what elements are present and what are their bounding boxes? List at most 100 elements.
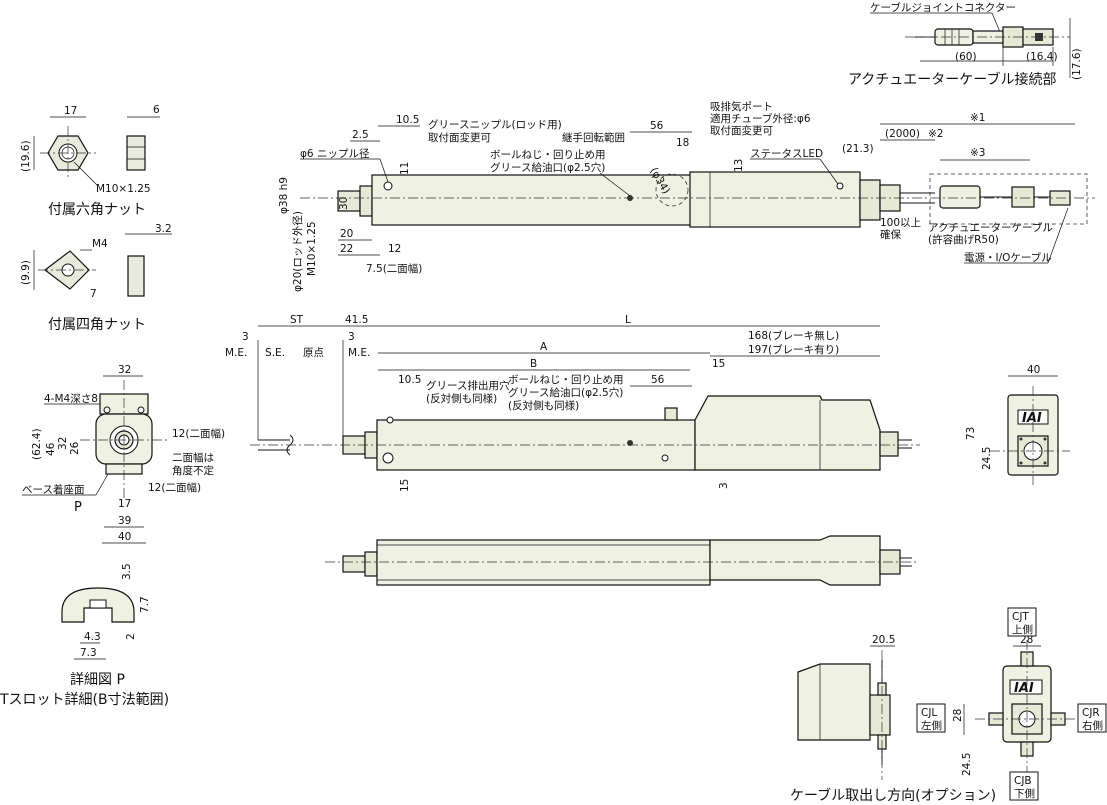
note3: ※3 bbox=[970, 147, 985, 159]
status-led: ステータスLED bbox=[750, 148, 823, 160]
cjr-1: CJR bbox=[1082, 707, 1100, 719]
front-end-view: 32 4-M4深さ8 (62.4) 46 32 26 12(二面幅) 二面幅は … bbox=[22, 364, 225, 544]
cjb-2: 下側 bbox=[1014, 787, 1035, 800]
dim-13: 13 bbox=[733, 159, 745, 172]
rv-73: 73 bbox=[965, 427, 977, 440]
fv-p: P bbox=[74, 500, 82, 515]
dim-30: 30 bbox=[338, 197, 350, 210]
grease-exh-1: グリース排出用穴 bbox=[426, 379, 510, 392]
me2: M.E. bbox=[348, 347, 370, 359]
dim-3b: 3 bbox=[348, 331, 355, 343]
sq-dim-32: 3.2 bbox=[155, 223, 172, 235]
fv-46: 46 bbox=[45, 442, 57, 456]
rv-40: 40 bbox=[1027, 364, 1040, 376]
origin: 原点 bbox=[303, 347, 324, 359]
dim-11: 11 bbox=[399, 162, 411, 175]
hex-nut-view: 17 (19.6) M10×1.25 6 付属六角ナット bbox=[20, 104, 160, 218]
exhaust-2: 適用チューブ外径:φ6 bbox=[710, 112, 811, 125]
ball2-2: グリース給油口(φ2.5穴) bbox=[508, 386, 623, 399]
opt-28a: 28 bbox=[1020, 634, 1033, 646]
fv-12b: 12(二面幅) bbox=[148, 481, 201, 494]
sq-title: 付属四角ナット bbox=[48, 317, 146, 333]
nipple: φ6 ニップル径 bbox=[300, 147, 370, 160]
sq-m4: M4 bbox=[92, 238, 108, 250]
cjb-1: CJB bbox=[1014, 775, 1032, 787]
tslot-43: 4.3 bbox=[84, 631, 101, 643]
dim-100b: 確保 bbox=[880, 228, 901, 241]
fv-39: 39 bbox=[118, 515, 131, 527]
dim-2000: (2000) bbox=[885, 128, 920, 140]
fv-26: 26 bbox=[69, 441, 81, 455]
ball2-1: ボールねじ・回り止め用 bbox=[508, 374, 624, 386]
opt-28b: 28 bbox=[952, 709, 964, 722]
square-nut-view: M4 (9.9) 7 3.2 付属四角ナット bbox=[20, 223, 172, 333]
cjt-1: CJT bbox=[1012, 611, 1029, 623]
dim-b: B bbox=[530, 358, 537, 370]
grease-rod-2: 取付面変更可 bbox=[428, 131, 491, 144]
fv-m4: 4-M4深さ8 bbox=[44, 393, 98, 405]
dim-12: 12 bbox=[388, 243, 401, 255]
ball-1: ボールねじ・回り止め用 bbox=[490, 149, 606, 161]
rv-245: 24.5 bbox=[981, 447, 993, 470]
fv-17: 17 bbox=[118, 498, 131, 510]
me1: M.E. bbox=[225, 347, 247, 359]
hex-dim-6: 6 bbox=[153, 104, 160, 116]
dim-105b: 10.5 bbox=[398, 374, 421, 386]
connector-label: ケーブルジョイントコネクター bbox=[870, 1, 1016, 14]
rear-end-view: 40 IAI 73 24.5 bbox=[965, 364, 1070, 485]
opt-title: ケーブル取出し方向(オプション) bbox=[790, 787, 996, 804]
hex-dim-196: (19.6) bbox=[20, 140, 32, 172]
dim-l: L bbox=[625, 314, 631, 326]
tslot-title2: Tスロット詳細(B寸法範囲) bbox=[0, 691, 169, 708]
dim-75: 7.5(二面幅) bbox=[366, 262, 422, 275]
dim-168: 168(ブレーキ無し) bbox=[748, 329, 839, 342]
fv-12a: 12(二面幅) bbox=[172, 427, 225, 440]
tslot-73: 7.3 bbox=[80, 647, 97, 659]
dim-m10: M10×1.25 bbox=[306, 221, 318, 276]
se: S.E. bbox=[265, 347, 285, 359]
opt-205: 20.5 bbox=[872, 634, 895, 646]
ball2-3: (反対側も同様) bbox=[508, 399, 579, 412]
dim-197: 197(ブレーキ有り) bbox=[748, 343, 839, 356]
dim-415: 41.5 bbox=[345, 314, 368, 326]
dim-56: 56 bbox=[650, 120, 664, 132]
grease-rod-1: グリースニップル(ロッド用) bbox=[428, 118, 562, 131]
tslot-35: 3.5 bbox=[121, 563, 133, 580]
dim-15b: 15 bbox=[399, 479, 411, 492]
fv-624: (62.4) bbox=[31, 428, 43, 460]
act-cable-2: (許容曲げR50) bbox=[928, 233, 999, 246]
cable-option-view: 20.5 ケーブル取出し方向(オプション) IAI 28 CJT 上側 CJL … bbox=[790, 607, 1107, 804]
main-side-view: ST 41.5 L 3 3 M.E. S.E. 原点 M.E. A B 168(… bbox=[225, 314, 920, 492]
fv-40: 40 bbox=[118, 531, 131, 543]
fv-base: ベース着座面 bbox=[22, 483, 84, 496]
conn-dim-164: (16.4) bbox=[1026, 51, 1058, 63]
sq-dim-7: 7 bbox=[90, 288, 97, 300]
power-cable: 電源・I/Oケーブル bbox=[964, 251, 1052, 264]
cjl-1: CJL bbox=[921, 707, 937, 719]
hex-title: 付属六角ナット bbox=[48, 202, 146, 218]
cjl-2: 左側 bbox=[921, 719, 942, 732]
cjr-2: 右側 bbox=[1082, 719, 1103, 732]
note2: ※2 bbox=[928, 128, 943, 140]
conn-dim-60: (60) bbox=[955, 51, 977, 63]
dim-25: 2.5 bbox=[352, 129, 369, 141]
sq-dim-99: (9.9) bbox=[20, 260, 32, 285]
rv-logo: IAI bbox=[1022, 411, 1042, 426]
fv-32: 32 bbox=[118, 364, 131, 376]
dim-56b: 56 bbox=[651, 374, 665, 386]
dim-100: 100以上 bbox=[880, 217, 921, 229]
dim-20: 20 bbox=[340, 228, 353, 240]
bottom-view bbox=[325, 535, 918, 586]
opt-245: 24.5 bbox=[961, 753, 973, 776]
dim-38: φ38 h9 bbox=[278, 177, 290, 214]
hex-thread: M10×1.25 bbox=[96, 183, 151, 195]
tslot-detail: 3.5 7.7 2 4.3 7.3 詳細図 P Tスロット詳細(B寸法範囲) bbox=[0, 563, 169, 708]
cjt-2: 上側 bbox=[1012, 623, 1033, 636]
tslot-title1: 詳細図 P bbox=[70, 672, 125, 688]
connector-title: アクチュエーターケーブル接続部 bbox=[848, 71, 1056, 88]
dim-213: (21.3) bbox=[842, 143, 874, 155]
note1: ※1 bbox=[970, 112, 985, 124]
dim-15: 15 bbox=[712, 358, 725, 370]
joint-rot: 継手回転範囲 bbox=[562, 131, 625, 144]
